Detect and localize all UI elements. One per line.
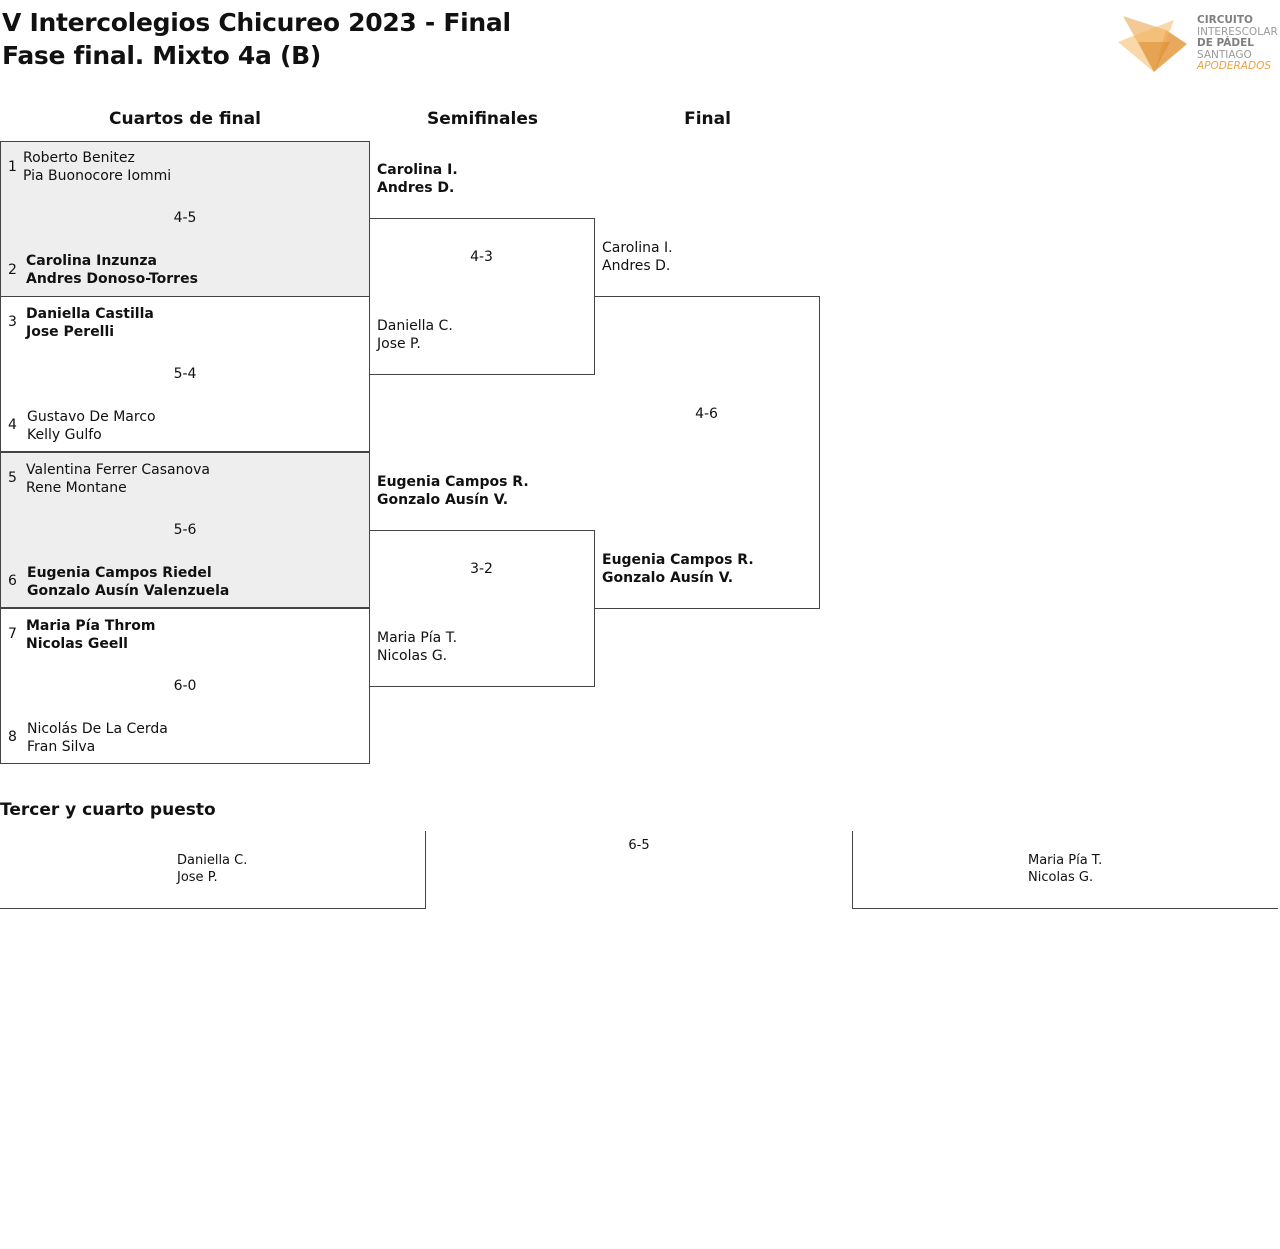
logo-line: SANTIAGO (1197, 48, 1252, 61)
page-title: V Intercolegios Chicureo 2023 - Final (2, 8, 511, 37)
seed-number: 5 (8, 470, 17, 486)
match-score: 6-0 (173, 678, 197, 694)
player-name: Carolina I. (377, 162, 458, 178)
team-top: Roberto Benitez Pia Buonocore Iommi (23, 149, 171, 185)
fox-logo-icon (1118, 16, 1187, 72)
player-name: Roberto Benitez (23, 150, 135, 166)
player-name: Andres D. (377, 180, 455, 196)
match-score: 6-5 (628, 838, 650, 853)
round-header-semifinals: Semifinales (427, 109, 538, 129)
match-score: 4-6 (695, 406, 718, 422)
player-name: Daniella C. (377, 318, 453, 334)
seed-number: 4 (8, 417, 17, 433)
player-name: Carolina Inzunza (26, 253, 157, 269)
bracket-line (0, 908, 426, 909)
player-name: Nicolas G. (377, 648, 448, 664)
round-header-quarterfinals: Cuartos de final (109, 109, 261, 129)
page-subtitle: Fase final. Mixto 4a (B) (2, 41, 321, 70)
player-name: Kelly Gulfo (27, 427, 102, 443)
logo-line: APODERADOS (1197, 60, 1271, 73)
player-name: Pia Buonocore Iommi (23, 168, 172, 184)
player-name: Gonzalo Ausín Valenzuela (27, 583, 230, 599)
player-name: Maria Pía Throm (26, 618, 156, 634)
quarterfinal-match: 1 Roberto Benitez Pia Buonocore Iommi 4-… (0, 141, 370, 297)
bracket-line (852, 831, 853, 909)
semifinal-team-bottom: Daniella C. Jose P. (377, 317, 453, 353)
player-name: Maria Pía T. (377, 630, 458, 646)
seed-number: 2 (8, 262, 17, 278)
third-place-title: Tercer y cuarto puesto (0, 800, 216, 820)
team-bottom: Gustavo De Marco Kelly Gulfo (27, 408, 156, 444)
seed-number: 3 (8, 314, 17, 330)
player-name: Daniella Castilla (26, 306, 154, 322)
match-score: 4-3 (470, 249, 493, 265)
quarterfinal-match: 3 Daniella Castilla Jose Perelli 5-4 4 G… (0, 296, 370, 452)
player-name: Daniella C. (177, 853, 248, 868)
player-name: Gustavo De Marco (27, 409, 156, 425)
team-top: Valentina Ferrer Casanova Rene Montane (26, 461, 210, 497)
player-name: Gonzalo Ausín V. (377, 492, 509, 508)
player-name: Andres D. (602, 258, 671, 274)
player-name: Nicolás De La Cerda (27, 721, 168, 737)
final-team-top: Carolina I. Andres D. (602, 239, 673, 275)
player-name: Gonzalo Ausín V. (602, 570, 734, 586)
seed-number: 1 (8, 159, 17, 175)
team-bottom: Eugenia Campos Riedel Gonzalo Ausín Vale… (27, 564, 229, 600)
player-name: Nicolas Geell (26, 636, 128, 652)
round-header-final: Final (684, 109, 731, 129)
player-name: Jose P. (177, 870, 218, 885)
player-name: Eugenia Campos Riedel (27, 565, 212, 581)
player-name: Andres Donoso-Torres (26, 271, 198, 287)
team-bottom: Carolina Inzunza Andres Donoso-Torres (26, 252, 198, 288)
quarterfinal-match: 7 Maria Pía Throm Nicolas Geell 6-0 8 Ni… (0, 608, 370, 764)
team-bottom: Nicolás De La Cerda Fran Silva (27, 720, 168, 756)
logo-line: CIRCUITO (1197, 14, 1253, 26)
team-top: Maria Pía Throm Nicolas Geell (26, 617, 155, 653)
third-place-team-left: Daniella C. Jose P. (177, 852, 247, 886)
team-top: Daniella Castilla Jose Perelli (26, 305, 154, 341)
semifinal-team-top: Eugenia Campos R. Gonzalo Ausín V. (377, 473, 529, 509)
semifinal-team-bottom: Maria Pía T. Nicolas G. (377, 629, 457, 665)
logo-text: CIRCUITO INTERESCOLAR DE PÁDEL SANTIAGO … (1197, 14, 1278, 73)
player-name: Jose P. (377, 336, 421, 352)
player-name: Rene Montane (26, 480, 127, 496)
third-place-team-right: Maria Pía T. Nicolas G. (1028, 852, 1102, 886)
seed-number: 8 (8, 729, 17, 745)
player-name: Eugenia Campos R. (602, 552, 754, 568)
semifinal-team-top: Carolina I. Andres D. (377, 161, 458, 197)
quarterfinal-match: 5 Valentina Ferrer Casanova Rene Montane… (0, 452, 370, 608)
final-team-bottom: Eugenia Campos R. Gonzalo Ausín V. (602, 551, 754, 587)
logo-line: DE PÁDEL (1197, 37, 1254, 50)
final-match: 4-6 (594, 296, 820, 609)
match-score: 3-2 (470, 561, 493, 577)
match-score: 5-6 (173, 522, 197, 538)
logo-line: INTERESCOLAR (1197, 25, 1278, 38)
match-score: 5-4 (173, 366, 197, 382)
player-name: Maria Pía T. (1028, 853, 1103, 868)
player-name: Valentina Ferrer Casanova (26, 462, 210, 478)
seed-number: 7 (8, 626, 17, 642)
player-name: Eugenia Campos R. (377, 474, 529, 490)
bracket-line (852, 908, 1278, 909)
seed-number: 6 (8, 573, 17, 589)
bracket-line (425, 831, 426, 909)
player-name: Jose Perelli (26, 324, 115, 340)
match-score: 4-5 (173, 210, 197, 226)
player-name: Fran Silva (27, 739, 96, 755)
player-name: Carolina I. (602, 240, 673, 256)
player-name: Nicolas G. (1028, 870, 1094, 885)
circuit-logo: CIRCUITO INTERESCOLAR DE PÁDEL SANTIAGO … (1118, 12, 1280, 78)
